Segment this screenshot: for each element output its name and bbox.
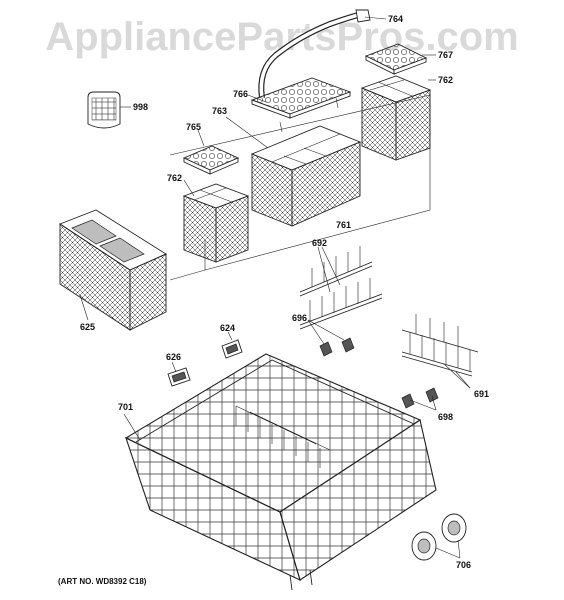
part-763-center-basket [225,116,362,227]
callout-626: 626 [166,352,181,362]
part-692-tines [299,246,383,330]
art-number: (ART NO. WD8392 C18) [58,577,147,586]
callout-762-left: 762 [167,173,182,183]
part-624-bracket [221,331,243,359]
part-767-lid [364,43,436,75]
callout-701: 701 [118,402,133,412]
part-701-lower-rack [123,353,437,591]
part-625-basket [59,209,167,331]
callout-764: 764 [388,14,403,24]
part-691-tines [401,314,479,389]
callout-692: 692 [312,238,327,248]
part-998-cover [87,91,131,129]
callout-696: 696 [292,313,307,323]
callout-625: 625 [80,322,95,332]
part-762-right-basket [360,75,436,161]
part-706-wheels [411,513,467,561]
callout-691: 691 [474,389,489,399]
assembly-outline [169,94,431,281]
callout-624: 624 [220,323,235,333]
part-762-left-basket [182,179,250,263]
part-764-handle [258,9,387,99]
callout-767: 767 [438,50,453,60]
callout-706: 706 [456,560,471,570]
part-696-clips [307,319,355,357]
part-766-lid [247,77,352,133]
part-765-lid [182,129,240,175]
part-626-bracket [167,361,191,387]
part-698-clips [401,387,439,411]
callout-761: 761 [336,220,351,230]
callout-762-right: 762 [438,75,453,85]
callout-998: 998 [133,102,148,112]
callout-766: 766 [233,89,248,99]
callout-763: 763 [212,106,227,116]
callout-698: 698 [438,412,453,422]
callout-765: 765 [186,122,201,132]
